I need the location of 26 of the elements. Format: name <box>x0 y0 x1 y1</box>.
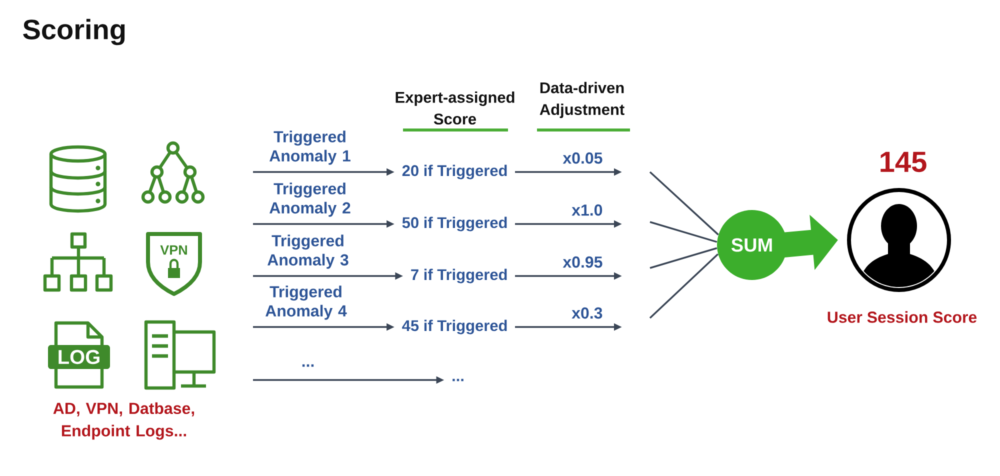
connector-line <box>649 253 719 319</box>
edge-label: x1.0 <box>572 204 602 216</box>
label-band: LOG <box>48 345 110 369</box>
edge-label: x0.05 <box>562 152 602 164</box>
score-text: 7 if Triggered <box>411 268 507 284</box>
score-number: 145 <box>880 152 926 172</box>
edge-label: Triggered Anomaly 1 <box>270 130 350 165</box>
edge-label: Triggered Anomaly 4 <box>266 286 347 320</box>
column-header: Data-driven Adjustment <box>540 82 624 118</box>
node-label: User Session Score <box>828 311 977 323</box>
connector-line <box>650 221 718 243</box>
edge-label: Triggered Anomaly 2 <box>270 182 350 217</box>
column-header: Expert-assigned Score <box>396 91 514 125</box>
edge-label: Triggered Anomaly 3 <box>268 234 348 269</box>
caption: AD, VPN, Datbase, Endpoint Logs... <box>53 402 194 440</box>
ellipsis: ... <box>452 378 464 382</box>
edge-label: x0.3 <box>572 307 602 319</box>
score-text: 20 if Triggered <box>402 164 507 180</box>
connector-line <box>649 171 719 236</box>
edge-label: x0.95 <box>562 256 602 268</box>
score-text: 45 if Triggered <box>402 320 507 334</box>
score-text: 50 if Triggered <box>402 216 507 232</box>
edge-label: ... <box>302 364 314 367</box>
title: Scoring <box>23 18 125 46</box>
connector-line <box>650 247 718 269</box>
icon-text: VPN <box>160 245 187 255</box>
